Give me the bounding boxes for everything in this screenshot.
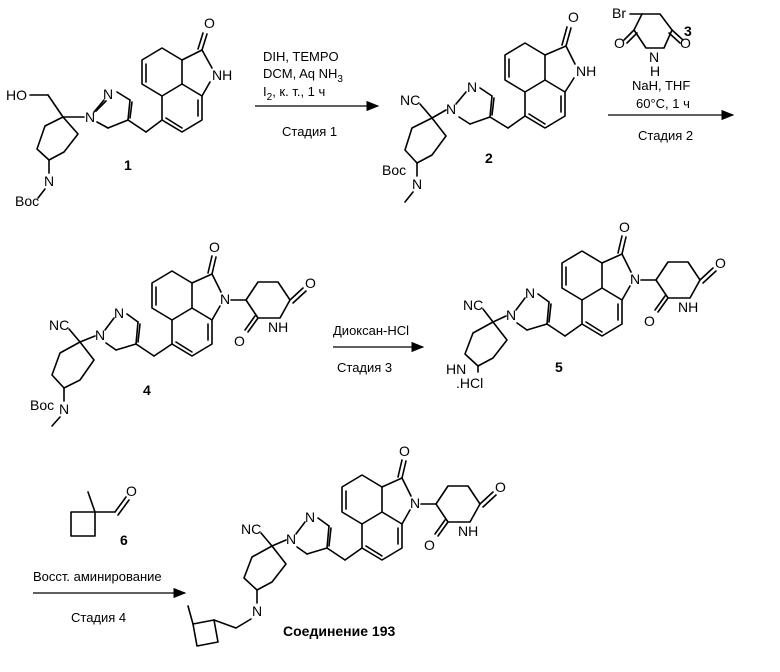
product-structure: NC N N N O N O NH <box>188 443 506 646</box>
compound-3-structure: Br O O N H <box>612 5 691 79</box>
pyrazole-n2-label-4: N <box>114 305 124 321</box>
step-4-condition-1: Восст. аминирование <box>33 569 162 584</box>
pyrazole-n1-label-2: N <box>446 101 456 117</box>
step-3-label: Стадия 3 <box>337 360 392 375</box>
compound-1-number: 1 <box>124 157 132 173</box>
imide-o-top-label-4: O <box>305 275 316 291</box>
compound-4-number: 4 <box>143 382 151 398</box>
step-3-arrow: Диоксан-HCl Стадия 3 <box>333 323 423 375</box>
nitrile-label-5: NC <box>463 297 483 313</box>
pyrazole-n2-label-2: N <box>467 79 477 95</box>
lactam-o-label-2: O <box>568 9 579 25</box>
imide-nh-label-5: NH <box>678 299 698 315</box>
step-3-condition-1: Диоксан-HCl <box>333 323 409 338</box>
boc-label-4: Boc <box>30 397 54 413</box>
compound-5-structure: NC HN .HCl N N O N O NH <box>446 219 726 391</box>
pyrazole-n2-label-5: N <box>525 285 535 301</box>
aldehyde-o-label: O <box>126 483 137 499</box>
boc-label: Boc <box>15 193 39 209</box>
nitrile-label-4: NC <box>49 317 69 333</box>
imide-nh-label-4: NH <box>268 319 288 335</box>
pyrazole-n1-label-4: N <box>95 327 105 343</box>
step-1-condition-3: I2, к. т., 1 ч <box>263 84 325 103</box>
piperidine-n-label-193: N <box>252 603 262 619</box>
nitrile-label: NC <box>400 92 420 108</box>
imide-o-bottom-label-4: O <box>234 333 245 349</box>
compound-3-number: 3 <box>684 23 692 39</box>
compound-5-number: 5 <box>555 359 563 375</box>
lactam-n-label-193: N <box>410 495 420 511</box>
lactam-n-label-5: N <box>630 271 640 287</box>
imide-o-bottom-label-193: O <box>424 537 435 553</box>
pyrazole-n2-label: N <box>103 86 113 102</box>
compound-1-structure: HO N Boc N N O NH <box>6 15 232 209</box>
hydroxyl-label: HO <box>6 87 27 103</box>
compound-2-number: 2 <box>485 150 493 166</box>
step-1-arrow: DIH, TEMPO DCM, Aq NH3 I2, к. т., 1 ч Ст… <box>255 49 378 139</box>
imide-o-top-label-193: O <box>495 479 506 495</box>
boc-label-2: Boc <box>382 162 406 178</box>
lactam-n-label-4: N <box>220 291 230 307</box>
imide-o-top-label-5: O <box>715 255 726 271</box>
step-1-label: Стадия 1 <box>282 124 337 139</box>
step-1-condition-2: DCM, Aq NH3 <box>263 66 343 85</box>
pyrazole-n1-label-5: N <box>506 307 516 323</box>
product-compound-label: Соединение 193 <box>283 623 395 639</box>
imide-o-left-label: O <box>614 35 625 51</box>
step-2-arrow: NaH, THF 60°C, 1 ч Стадия 2 <box>608 78 733 143</box>
piperidine-n-label: N <box>44 173 54 189</box>
bromo-label: Br <box>612 5 626 21</box>
pyrazole-n1-label-193: N <box>286 531 296 547</box>
piperidine-n-label-2: N <box>412 176 422 192</box>
piperidine-n-label-4: N <box>59 401 69 417</box>
lactam-o-label-5: O <box>619 219 630 235</box>
lactam-nh-label: NH <box>212 67 232 83</box>
step-2-condition-1: NaH, THF <box>632 78 690 93</box>
lactam-o-label-4: O <box>209 239 220 255</box>
nitrile-label-193: NC <box>241 521 261 537</box>
imide-o-bottom-label-5: O <box>644 313 655 329</box>
imide-nh-label-193: NH <box>458 523 478 539</box>
step-4-arrow: Восст. аминирование Стадия 4 <box>33 569 185 625</box>
pyrazole-n2-label-193: N <box>305 509 315 525</box>
compound-2-structure: NC N Boc N N O NH <box>382 9 596 202</box>
step-2-label: Стадия 2 <box>638 128 693 143</box>
lactam-o-label: O <box>204 15 215 31</box>
lactam-o-label-193: O <box>399 443 410 459</box>
compound-4-structure: NC N Boc N N O N O NH <box>30 239 316 426</box>
lactam-nh-label-2: NH <box>576 63 596 79</box>
hcl-salt-label: .HCl <box>456 375 483 391</box>
imide-h-label: H <box>650 63 660 79</box>
compound-6-structure: O <box>71 483 137 536</box>
step-4-label: Стадия 4 <box>71 610 126 625</box>
step-1-condition-1: DIH, TEMPO <box>263 49 339 64</box>
compound-6-number: 6 <box>120 532 128 548</box>
step-2-condition-2: 60°C, 1 ч <box>636 96 690 111</box>
